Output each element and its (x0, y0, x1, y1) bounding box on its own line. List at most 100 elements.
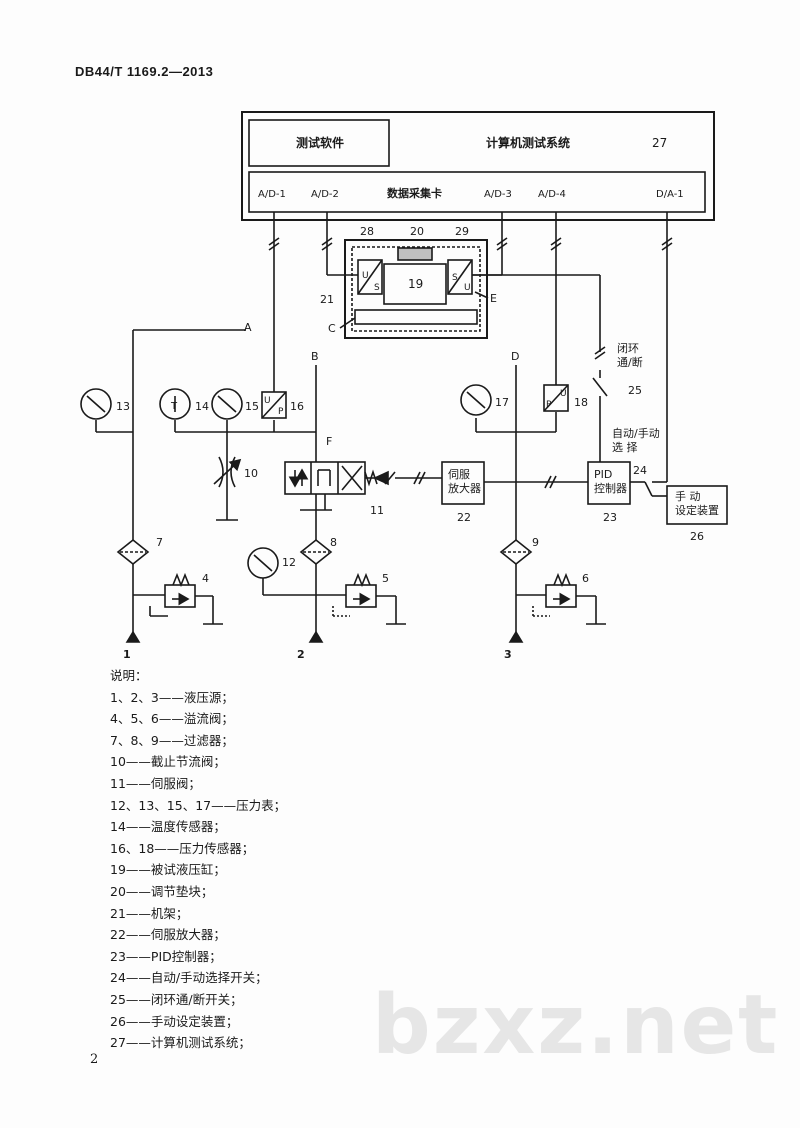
source-1-label: 1 (123, 648, 131, 660)
cylinder-19 (383, 263, 447, 305)
legend-heading: 说明： (110, 668, 148, 683)
legend-item: 12、13、15、17——压力表； (110, 797, 287, 813)
legend-item: 16、18——压力传感器； (110, 840, 255, 856)
pressure-gauge-12 (247, 547, 279, 579)
throttle-10-label: 10 (244, 467, 258, 480)
sensor-18-p: P (546, 400, 552, 410)
legend-item: 7、8、9——过滤器； (110, 732, 234, 748)
label-20: 20 (410, 225, 424, 238)
gauge-15-label: 15 (245, 400, 259, 413)
manual-setter-text: 手 动设定装置 (675, 489, 719, 517)
sensor-16-u: U (264, 396, 271, 406)
sensor-16-p: P (278, 407, 284, 417)
standard-code: DB44/T 1169.2—2013 (75, 64, 214, 79)
legend-item: 24——自动/手动选择开关； (110, 970, 268, 986)
computer-test-system-box (241, 111, 715, 221)
displacement-sensor-right (447, 259, 473, 295)
test-rig-frame (344, 239, 488, 339)
sensor-16-label: 16 (290, 400, 304, 413)
rig-u-left: U (362, 271, 369, 281)
loop-switch-label: 闭环通/断 (617, 342, 643, 369)
watermark: bzxz.net (372, 978, 780, 1073)
label-21: 21 (320, 293, 334, 306)
legend-item: 11——伺服阀； (110, 775, 201, 791)
auto-manual-label: 自动/手动选 择 (612, 426, 660, 454)
daq-card-box (248, 171, 706, 213)
label-28: 28 (360, 225, 374, 238)
computer-system-number: 27 (652, 136, 667, 150)
servo-valve-11-label: 11 (370, 504, 384, 517)
legend-item: 22——伺服放大器； (110, 927, 226, 943)
filter-9-label: 9 (532, 536, 539, 549)
filter-8-label: 8 (330, 536, 337, 549)
port-ad1: A/D-1 (258, 189, 286, 200)
gauge-12-label: 12 (282, 556, 296, 569)
servo-amplifier-22 (441, 461, 485, 505)
port-ad4: A/D-4 (538, 189, 566, 200)
legend-item: 27——计算机测试系统； (110, 1035, 251, 1051)
legend-item: 26——手动设定装置； (110, 1013, 239, 1029)
relief-valve-6 (545, 584, 577, 608)
line-a-label: A (244, 321, 252, 334)
legend-item: 1、2、3——液压源； (110, 689, 234, 705)
legend: 说明： 1、2、3——液压源； 4、5、6——溢流阀； 7、8、9——过滤器； … (110, 665, 286, 1054)
gauge-14-label: 14 (195, 400, 209, 413)
manual-setter-number: 26 (690, 530, 704, 543)
rig-base (354, 309, 478, 325)
hydraulic-test-system-diagram: 测试软件 计算机测试系统 27 数据采集卡 A/D-1 A/D-2 A/D-3 … (80, 111, 728, 660)
pid-controller-23 (587, 461, 631, 505)
relief-valve-5 (345, 584, 377, 608)
pid-number: 23 (603, 511, 617, 524)
label-19: 19 (408, 277, 423, 291)
line-d-label: D (511, 350, 519, 363)
sensor-18-label: 18 (574, 396, 588, 409)
rig-u-right: U (464, 283, 471, 293)
relief-valve-4 (164, 584, 196, 608)
gauge-17-label: 17 (495, 396, 509, 409)
test-software-label: 测试软件 (296, 135, 344, 150)
loop-switch-number: 25 (628, 384, 642, 397)
test-software-box (248, 119, 390, 167)
relief-5-label: 5 (382, 572, 389, 585)
pressure-sensor-16 (261, 391, 287, 419)
manual-setting-device-26 (666, 485, 728, 525)
sensor-18-u: U (560, 389, 567, 399)
line-b-label: B (311, 350, 319, 363)
temperature-sensor-14 (159, 388, 191, 420)
pressure-gauge-17 (460, 384, 492, 416)
pressure-sensor-18 (543, 384, 569, 412)
port-ad2: A/D-2 (311, 189, 339, 200)
servo-amp-number: 22 (457, 511, 471, 524)
label-e: E (490, 292, 497, 305)
filter-7-label: 7 (156, 536, 163, 549)
port-da1: D/A-1 (656, 189, 684, 200)
legend-item: 20——调节垫块； (110, 883, 214, 899)
relief-4-label: 4 (202, 572, 209, 585)
computer-system-title: 计算机测试系统 (486, 135, 570, 150)
legend-item: 14——温度传感器； (110, 819, 226, 835)
daq-card-label: 数据采集卡 (387, 186, 442, 200)
legend-item: 21——机架； (110, 905, 189, 921)
pressure-gauge-15 (211, 388, 243, 420)
gauge-13-label: 13 (116, 400, 130, 413)
legend-item: 19——被试液压缸； (110, 862, 226, 878)
thermo-symbol: T (170, 401, 178, 412)
rig-s-right: S (452, 273, 458, 283)
legend-item: 4、5、6——溢流阀； (110, 711, 234, 727)
source-3-label: 3 (504, 648, 512, 660)
source-2-label: 2 (297, 648, 305, 660)
line-f-label: F (326, 435, 332, 448)
servo-amp-text: 伺服放大器 (448, 468, 481, 495)
relief-6-label: 6 (582, 572, 589, 585)
legend-item: 25——闭环通/断开关； (110, 991, 243, 1007)
legend-item: 23——PID控制器； (110, 948, 222, 964)
auto-manual-number: 24 (633, 464, 647, 477)
label-29: 29 (455, 225, 469, 238)
displacement-sensor-left (357, 259, 383, 295)
label-c: C (328, 322, 336, 335)
adjusting-pad (397, 247, 433, 261)
pressure-gauge-13 (80, 388, 112, 420)
port-ad3: A/D-3 (484, 189, 512, 200)
